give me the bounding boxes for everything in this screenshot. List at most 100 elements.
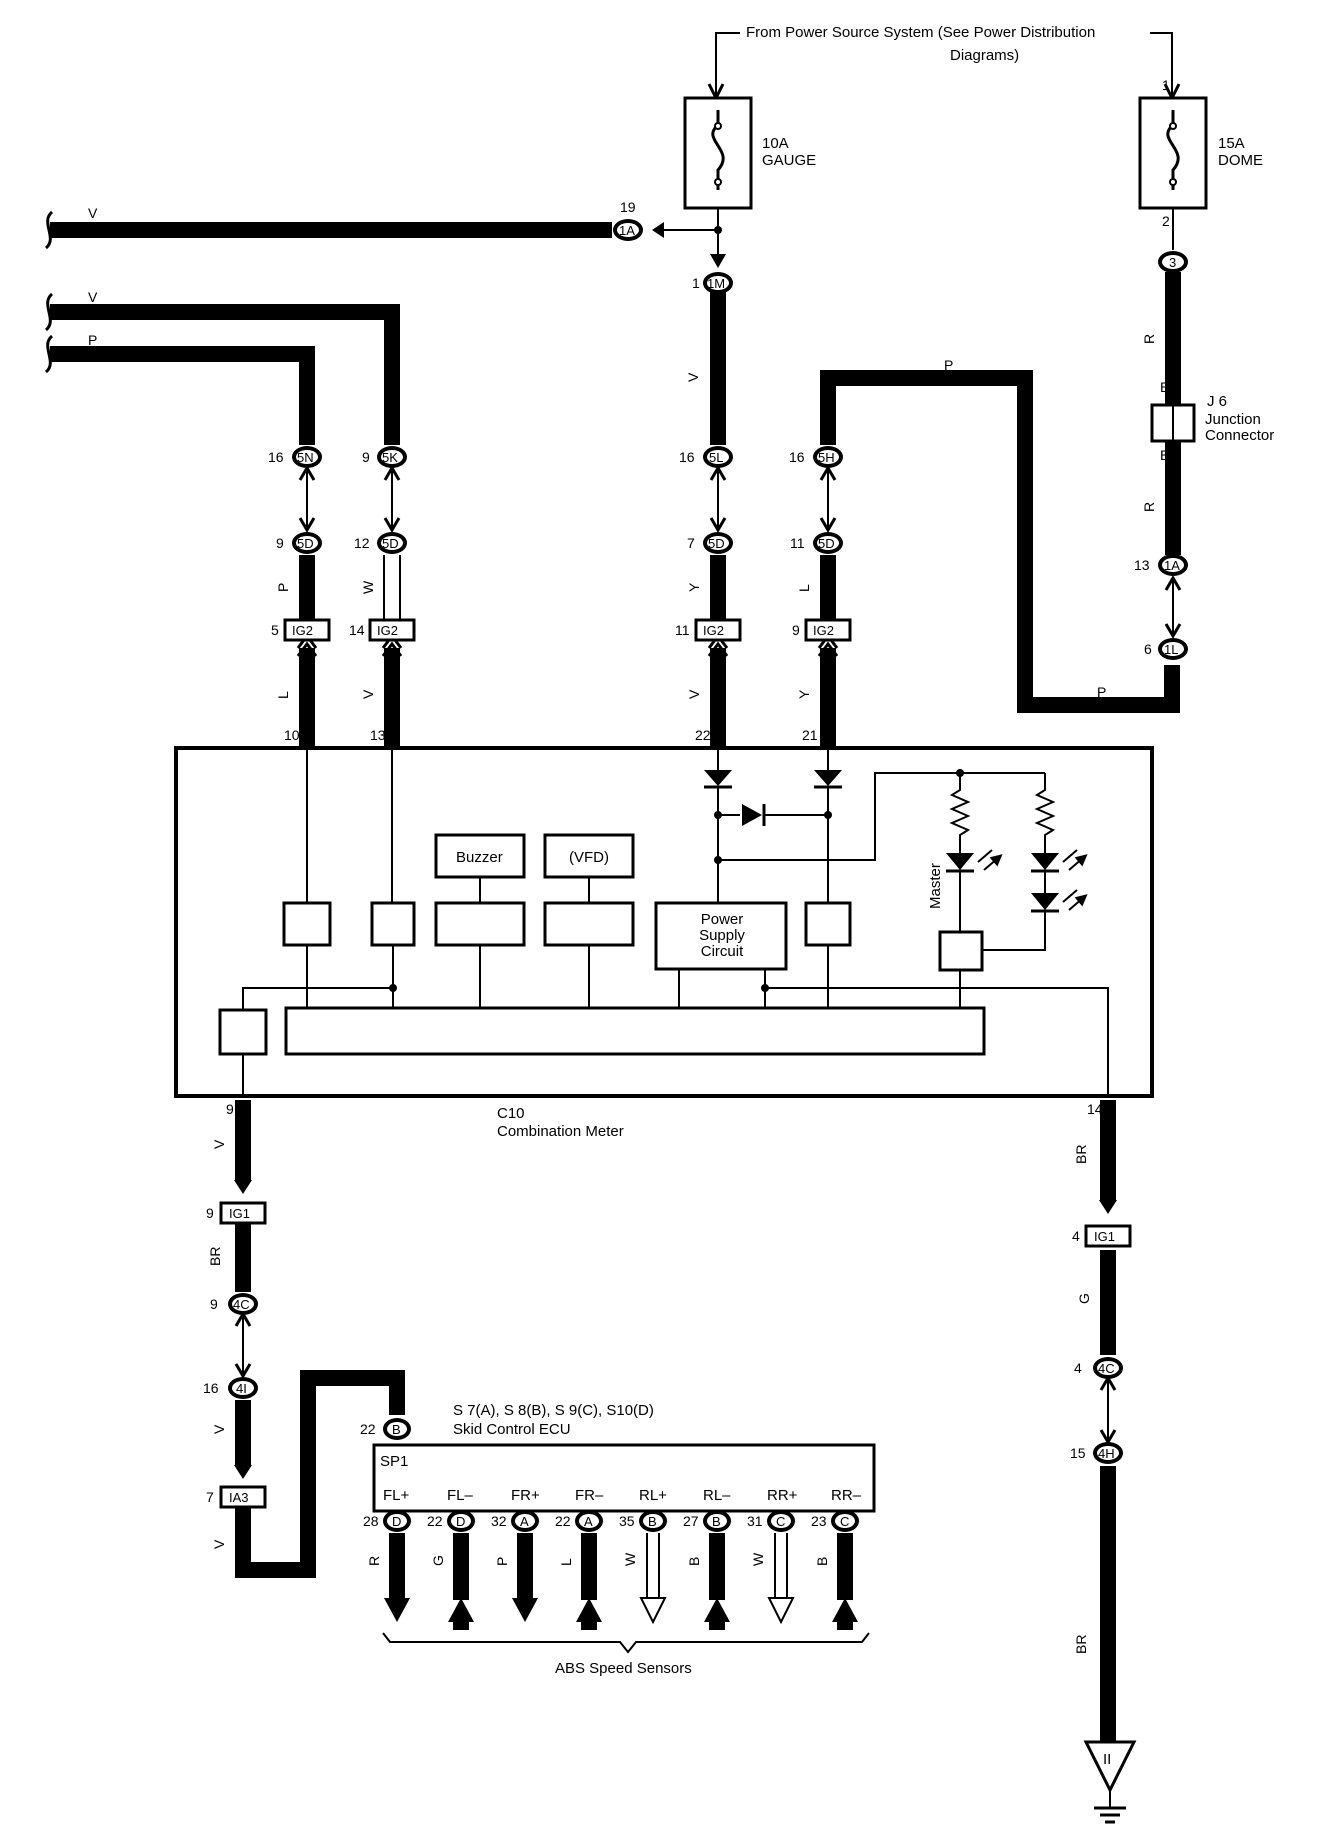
- ecu-terminal-name: RL–: [703, 1487, 731, 1504]
- svg-text:Connector: Connector: [1205, 427, 1274, 444]
- svg-text:From Power Source System (See: From Power Source System (See Power Dist…: [746, 24, 1095, 41]
- svg-text:S 7(A), S 8(B), S 9(C), S10(D): S 7(A), S 8(B), S 9(C), S10(D): [453, 1402, 654, 1419]
- svg-text:B: B: [1160, 379, 1169, 395]
- ecu-terminal-connector: C: [840, 1514, 849, 1529]
- svg-text:C10: C10: [497, 1105, 525, 1122]
- svg-text:1A: 1A: [619, 223, 635, 238]
- svg-text:GAUGE: GAUGE: [762, 152, 816, 169]
- svg-text:Circuit: Circuit: [701, 943, 744, 960]
- ecu-terminal-connector: D: [456, 1514, 465, 1529]
- svg-text:4C: 4C: [233, 1297, 250, 1312]
- ecu-terminal-name: FL–: [447, 1487, 474, 1504]
- svg-text:V: V: [211, 1424, 227, 1434]
- svg-text:(VFD): (VFD): [569, 849, 609, 866]
- ecu-terminal-pin: 27: [683, 1513, 699, 1529]
- svg-text:V: V: [211, 1539, 227, 1549]
- wire-break-marks: [44, 210, 54, 374]
- svg-text:5H: 5H: [818, 450, 835, 465]
- ecu-terminal-wire-color: G: [430, 1555, 446, 1566]
- svg-text:W: W: [360, 580, 376, 594]
- fuse-15a-dome: 1 15A DOME 2: [1138, 77, 1263, 229]
- svg-text:5L: 5L: [709, 450, 723, 465]
- svg-text:P: P: [275, 583, 291, 592]
- ecu-terminal-wire-color: L: [558, 1558, 574, 1566]
- svg-text:15: 15: [1070, 1445, 1086, 1461]
- ground-point: II: [1083, 1740, 1137, 1824]
- ecu-terminal-wire-color: W: [622, 1552, 638, 1566]
- svg-text:IG2: IG2: [292, 623, 313, 638]
- ecu-terminal-connector: B: [712, 1514, 721, 1529]
- svg-text:IG2: IG2: [703, 623, 724, 638]
- svg-text:5D: 5D: [708, 536, 725, 551]
- svg-text:B: B: [392, 1422, 401, 1437]
- svg-text:4C: 4C: [1098, 1361, 1115, 1376]
- ecu-terminal-pin: 31: [747, 1513, 763, 1529]
- svg-text:13: 13: [370, 727, 386, 743]
- svg-text:B: B: [1160, 447, 1169, 463]
- ecu-terminal-pin: 28: [363, 1513, 379, 1529]
- svg-text:DOME: DOME: [1218, 152, 1263, 169]
- svg-text:IA3: IA3: [229, 1490, 249, 1505]
- ecu-terminal: FL–22 D G: [427, 1487, 475, 1630]
- svg-text:Skid Control ECU: Skid Control ECU: [453, 1421, 571, 1438]
- svg-text:Y: Y: [796, 689, 812, 699]
- svg-text:II: II: [1103, 1751, 1111, 1768]
- ecu-terminal-pin: 22: [555, 1513, 571, 1529]
- svg-text:ABS Speed Sensors: ABS Speed Sensors: [555, 1660, 692, 1677]
- svg-text:P: P: [1097, 684, 1106, 700]
- power-source-header: From Power Source System (See Power Dist…: [707, 24, 1181, 102]
- combination-meter: 10 13 22 21 9 14 Buzzer (VFD): [174, 727, 1154, 1140]
- svg-text:7: 7: [206, 1489, 214, 1505]
- svg-text:13: 13: [1134, 557, 1150, 573]
- svg-text:Buzzer: Buzzer: [456, 849, 503, 866]
- svg-text:Junction: Junction: [1205, 411, 1261, 428]
- svg-text:P: P: [944, 357, 953, 373]
- svg-text:Master: Master: [927, 863, 944, 909]
- svg-text:7: 7: [687, 535, 695, 551]
- ecu-terminal-name: FR–: [575, 1487, 604, 1504]
- svg-text:IG1: IG1: [1094, 1229, 1115, 1244]
- ecu-terminal-pin: 22: [427, 1513, 443, 1529]
- svg-text:1: 1: [1162, 77, 1170, 93]
- svg-text:9: 9: [226, 1101, 234, 1117]
- ecu-terminal-name: FR+: [511, 1487, 540, 1504]
- svg-text:IG2: IG2: [813, 623, 834, 638]
- svg-text:10A: 10A: [762, 135, 789, 152]
- ecu-terminal-wire-color: B: [686, 1557, 702, 1566]
- wire-color-labels: V V P P P V R R B B P W Y L L V V Y V BR…: [88, 205, 1169, 1654]
- svg-text:16: 16: [789, 449, 805, 465]
- svg-text:R: R: [1141, 502, 1157, 512]
- svg-text:2: 2: [1162, 213, 1170, 229]
- svg-text:4: 4: [1074, 1360, 1082, 1376]
- svg-text:14: 14: [349, 622, 365, 638]
- svg-text:Combination Meter: Combination Meter: [497, 1123, 624, 1140]
- svg-text:V: V: [211, 1139, 227, 1149]
- svg-text:12: 12: [354, 535, 370, 551]
- svg-text:16: 16: [203, 1380, 219, 1396]
- svg-text:V: V: [685, 372, 701, 382]
- svg-text:Supply: Supply: [699, 927, 745, 944]
- svg-text:6: 6: [1144, 641, 1152, 657]
- wires: [50, 208, 1182, 1742]
- svg-text:P: P: [88, 332, 97, 348]
- svg-text:10: 10: [284, 727, 300, 743]
- ecu-terminal-connector: A: [520, 1514, 529, 1529]
- fuse-10a-gauge: 10A GAUGE: [683, 96, 816, 210]
- svg-text:V: V: [686, 689, 702, 699]
- svg-text:5N: 5N: [297, 450, 314, 465]
- ecu-terminal-wire-color: W: [750, 1552, 766, 1566]
- ecu-terminal-wire-color: P: [494, 1557, 510, 1566]
- ecu-terminal-wire-color: R: [366, 1556, 382, 1566]
- svg-text:Power: Power: [701, 911, 744, 928]
- svg-text:4H: 4H: [1098, 1446, 1115, 1461]
- svg-text:1M: 1M: [707, 276, 725, 291]
- svg-text:22: 22: [360, 1421, 376, 1437]
- svg-text:J 6: J 6: [1207, 393, 1227, 410]
- ecu-terminal-pin: 32: [491, 1513, 507, 1529]
